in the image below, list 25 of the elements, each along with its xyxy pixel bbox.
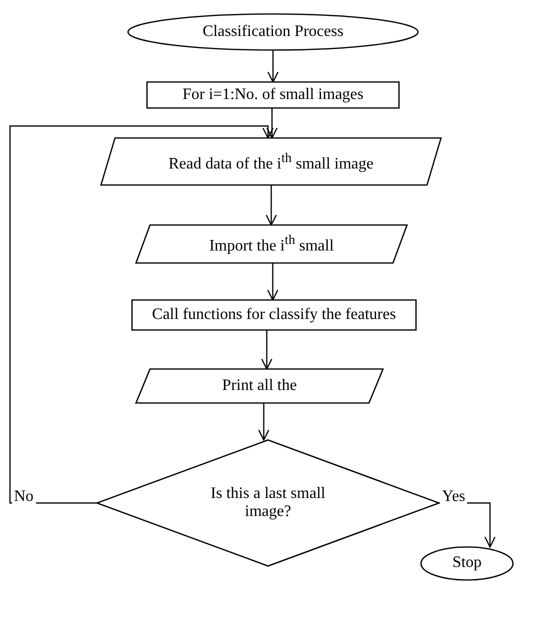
node-text: Call functions for classify the features — [152, 306, 396, 324]
io-parallelogram — [101, 138, 441, 185]
arrow — [267, 50, 279, 83]
edge-label: Yes — [440, 488, 468, 506]
io-parallelogram — [136, 225, 407, 263]
arrow — [261, 330, 272, 370]
node-text: Is this a last small image? — [210, 484, 326, 522]
decision-diamond — [97, 440, 439, 566]
arrow — [267, 263, 278, 301]
process-box — [132, 300, 416, 330]
edge-label: No — [12, 488, 36, 506]
terminal-oval — [421, 547, 513, 580]
arrow — [9, 125, 274, 504]
arrow — [266, 185, 277, 226]
node-text: Classification Process — [202, 22, 344, 42]
io-parallelogram — [136, 369, 383, 403]
terminal-oval — [128, 14, 418, 50]
arrow — [266, 108, 278, 139]
node-text: For i=1:No. of small images — [182, 86, 364, 104]
node-text: Import the i$^{th}$ small — [209, 232, 334, 256]
node-text: Stop — [452, 554, 482, 573]
node-text: Print all the — [222, 376, 297, 396]
arrow — [258, 403, 270, 441]
node-text: Read data of the i$^{th}$ small image — [168, 150, 374, 174]
process-box — [147, 82, 399, 108]
